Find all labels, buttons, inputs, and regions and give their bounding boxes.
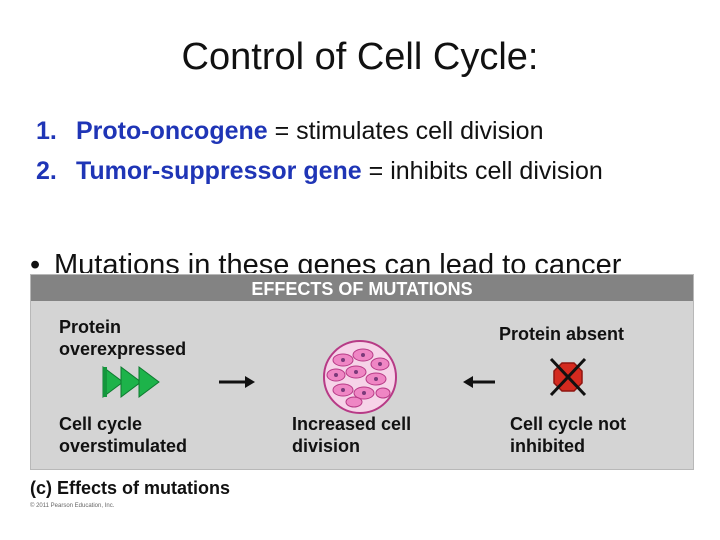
arrow-right-icon: [219, 376, 255, 388]
missing-protein-x-icon: [549, 357, 587, 397]
numbered-list: 1. Proto-oncogene = stimulates cell divis…: [36, 111, 603, 191]
list-item-tumor-suppressor: 2. Tumor-suppressor gene = inhibits cell …: [36, 151, 603, 191]
list-item-proto-oncogene: 1. Proto-oncogene = stimulates cell divis…: [36, 111, 603, 151]
label-line: overexpressed: [59, 339, 187, 359]
cell-cycle-overstimulated-label: Cell cycle overstimulated: [59, 413, 187, 457]
green-arrows-icon: [102, 366, 160, 398]
label-line: overstimulated: [59, 436, 188, 456]
label-line: Cell cycle: [59, 414, 143, 434]
effects-of-mutations-figure: EFFECTS OF MUTATIONS: [30, 274, 694, 470]
bullet-point: • Mutations in these genes can lead to ca…: [30, 245, 621, 273]
list-number: 2.: [36, 157, 57, 185]
cell-cycle-not-inhibited-label: Cell cycle not inhibited: [510, 413, 626, 457]
protein-overexpressed-label: Protein overexpressed: [59, 316, 186, 360]
label-line: Cell cycle not: [510, 414, 627, 434]
slide-title: Control of Cell Cycle:: [181, 36, 539, 78]
label-line: inhibited: [510, 436, 585, 456]
list-definition: = inhibits cell division: [361, 157, 603, 185]
figure-header: EFFECTS OF MUTATIONS: [31, 275, 693, 301]
list-term: Proto-oncogene: [76, 117, 268, 145]
figure-caption: (c) Effects of mutations: [30, 478, 231, 498]
bullet-text: Mutations in these genes can lead to can…: [54, 249, 622, 273]
arrow-left-icon: [463, 376, 495, 388]
list-term: Tumor-suppressor gene: [76, 157, 362, 185]
list-number: 1.: [36, 117, 57, 145]
list-definition: = stimulates cell division: [267, 117, 544, 145]
cell-cluster-icon: [323, 340, 397, 414]
label-line: Increased cell: [292, 414, 412, 434]
copyright-notice: © 2011 Pearson Education, Inc.: [30, 503, 115, 509]
bullet-marker: •: [30, 249, 41, 273]
label-line: Protein: [59, 317, 122, 337]
protein-absent-label: Protein absent: [499, 324, 625, 344]
increased-cell-division-label: Increased cell division: [292, 413, 411, 457]
figure-illustrations: [102, 340, 587, 414]
label-line: division: [292, 436, 361, 456]
